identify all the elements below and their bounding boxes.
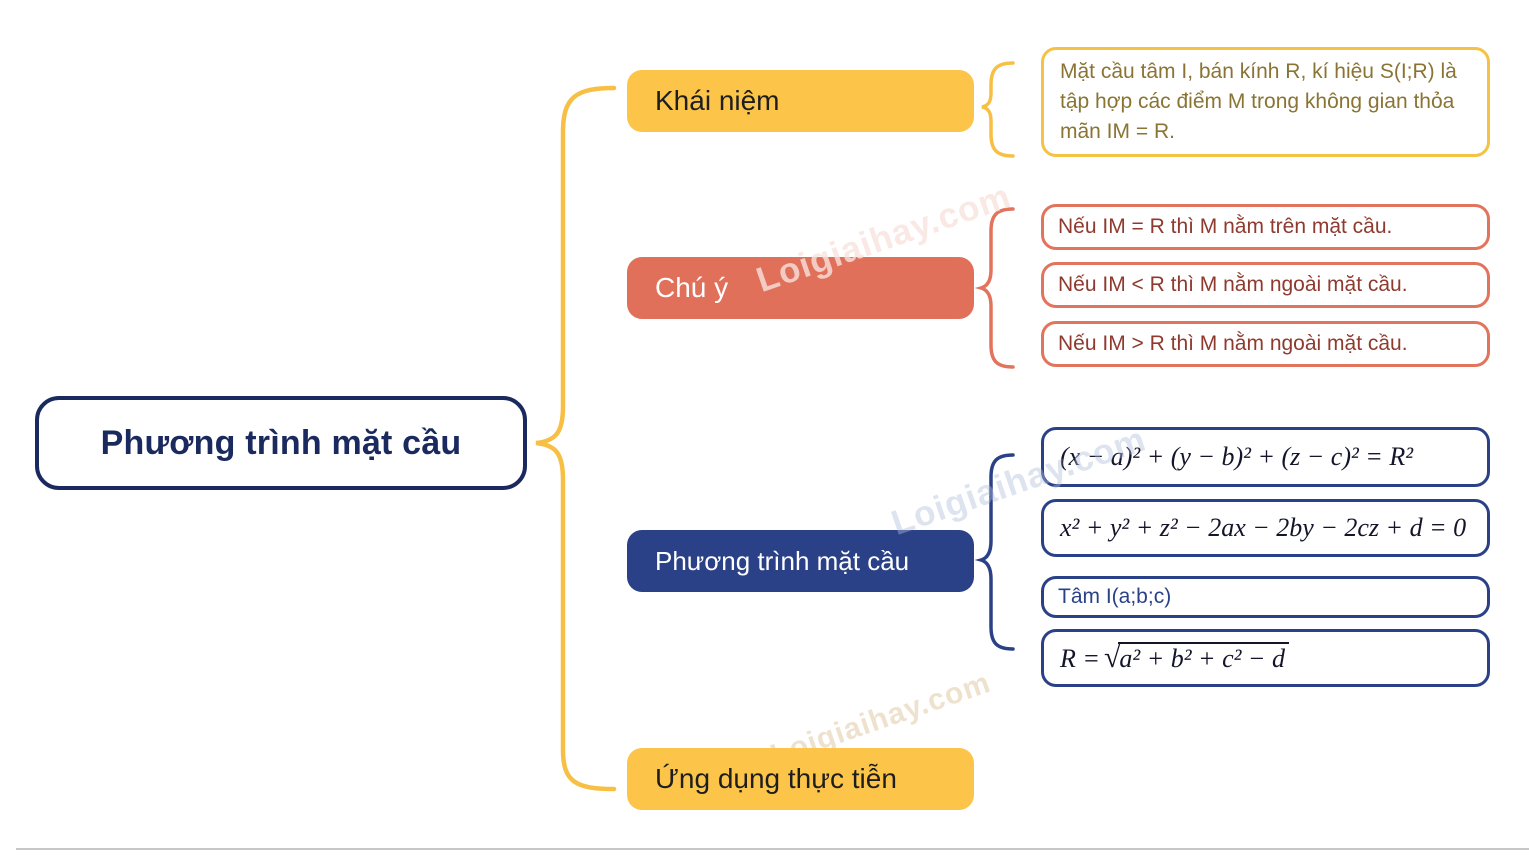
- branch-label-concept: Khái niệm: [655, 85, 780, 116]
- attention-note-box-1: Nếu IM = R thì M nằm trên mặt cầu.: [1041, 204, 1490, 250]
- bottom-divider: [16, 848, 1529, 850]
- formula-general: x² + y² + z² − 2ax − 2by − 2cz + d = 0: [1060, 513, 1467, 542]
- attention-note-3: Nếu IM > R thì M nằm ngoài mặt cầu.: [1058, 332, 1408, 355]
- attention-note-2: Nếu IM < R thì M nằm ngoài mặt cầu.: [1058, 273, 1408, 296]
- sqrt-symbol: √: [1103, 641, 1121, 674]
- root-node: Phương trình mặt cầu: [35, 396, 527, 490]
- branch-node-concept: Khái niệm: [627, 70, 974, 132]
- equation-box-standard: (x − a)² + (y − b)² + (z − c)² = R²: [1041, 427, 1490, 487]
- equation-brace: [974, 453, 1015, 651]
- root-title: Phương trình mặt cầu: [100, 423, 462, 462]
- attention-note-1: Nếu IM = R thì M nằm trên mặt cầu.: [1058, 215, 1393, 238]
- branch-label-equation: Phương trình mặt cầu: [655, 545, 910, 576]
- equation-box-radius: R =√a² + b² + c² − d: [1041, 629, 1490, 687]
- formula-radius-radicand: a² + b² + c² − d: [1118, 642, 1289, 673]
- attention-note-box-2: Nếu IM < R thì M nằm ngoài mặt cầu.: [1041, 262, 1490, 308]
- formula-standard: (x − a)² + (y − b)² + (z − c)² = R²: [1060, 442, 1414, 471]
- attention-note-box-3: Nếu IM > R thì M nằm ngoài mặt cầu.: [1041, 321, 1490, 367]
- formula-radius: R =√a² + b² + c² − d: [1044, 641, 1289, 675]
- branch-node-application: Ứng dụng thực tiễn: [627, 748, 974, 810]
- concept-brace: [981, 61, 1015, 158]
- formula-radius-prefix: R =: [1060, 644, 1100, 673]
- concept-note-box: Mặt cầu tâm I, bán kính R, kí hiệu S(I;R…: [1041, 47, 1490, 157]
- branch-label-attention: Chú ý: [655, 272, 729, 303]
- center-label: Tâm I(a;b;c): [1058, 585, 1172, 608]
- branch-label-application: Ứng dụng thực tiễn: [655, 763, 897, 794]
- branch-node-equation: Phương trình mặt cầu: [627, 530, 974, 592]
- attention-brace: [974, 207, 1015, 369]
- equation-box-general: x² + y² + z² − 2ax − 2by − 2cz + d = 0: [1041, 499, 1490, 557]
- branch-node-attention: Chú ý: [627, 257, 974, 319]
- main-brace: [535, 85, 617, 792]
- concept-note-text: Mặt cầu tâm I, bán kính R, kí hiệu S(I;R…: [1060, 60, 1457, 143]
- equation-box-center: Tâm I(a;b;c): [1041, 576, 1490, 618]
